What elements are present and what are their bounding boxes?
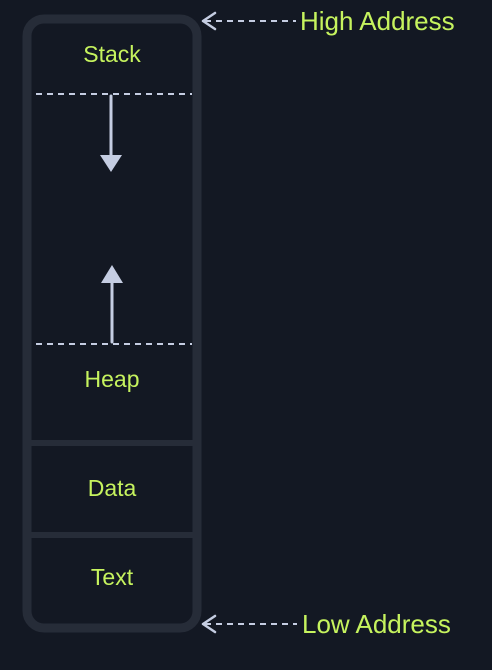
high-address-label: High Address [300, 6, 455, 36]
data-label: Data [88, 475, 137, 501]
memory-block-frame [22, 14, 202, 633]
heap-label: Heap [85, 366, 140, 392]
stack-growth-down-arrow [100, 94, 122, 172]
high-address-pointer [201, 11, 296, 31]
low-address-label: Low Address [302, 609, 451, 639]
heap-growth-up-arrow [101, 265, 123, 344]
text-label: Text [91, 564, 134, 590]
stack-label: Stack [83, 41, 141, 67]
low-address-pointer [201, 614, 297, 634]
